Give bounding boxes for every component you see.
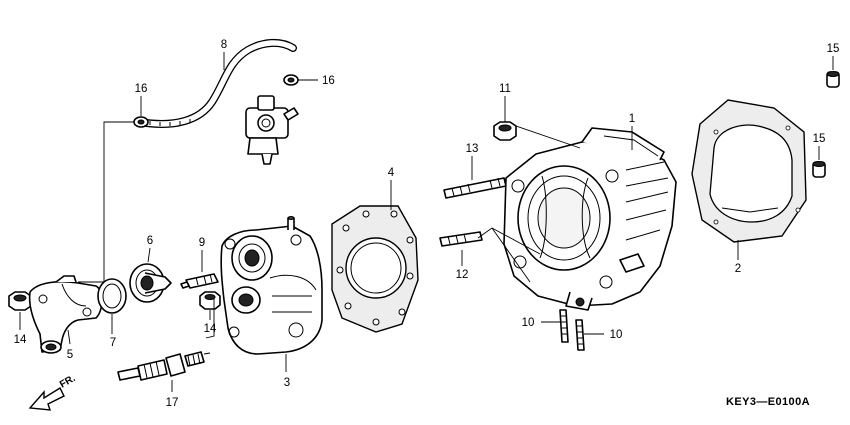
base-gasket xyxy=(691,99,807,243)
flange-nut-middle xyxy=(199,291,221,310)
callout-16-left: 16 xyxy=(135,83,148,95)
leader-lines xyxy=(19,52,834,392)
callout-5: 5 xyxy=(67,349,73,361)
callout-2: 2 xyxy=(735,263,741,275)
front-direction-indicator: FR. xyxy=(28,373,78,411)
front-arrow-icon xyxy=(28,386,65,411)
callout-7: 7 xyxy=(110,337,116,349)
hose-clip-right xyxy=(283,74,299,86)
callout-15-upper: 15 xyxy=(827,43,840,55)
front-label: FR. xyxy=(58,373,78,391)
water-joint xyxy=(28,275,103,354)
callout-14-middle: 14 xyxy=(204,323,217,335)
diagram-code: KEY3—E0100A xyxy=(726,396,810,408)
collar-upper xyxy=(826,71,840,88)
callout-9: 9 xyxy=(199,237,205,249)
cylinder-head xyxy=(220,216,323,355)
dowel-pin-left xyxy=(559,309,569,343)
callout-8: 8 xyxy=(221,39,227,51)
callout-13: 13 xyxy=(466,143,479,155)
spark-plug xyxy=(117,351,211,381)
callout-17: 17 xyxy=(166,397,179,409)
head-gasket xyxy=(331,205,419,333)
callout-14-left: 14 xyxy=(14,334,27,346)
o-ring xyxy=(97,278,127,314)
callout-16-right: 16 xyxy=(322,75,335,87)
callout-11: 11 xyxy=(499,83,511,95)
callout-6: 6 xyxy=(147,235,153,247)
thermostat xyxy=(129,263,172,303)
callout-4: 4 xyxy=(388,167,395,179)
callout-10-left: 10 xyxy=(522,317,535,329)
breather-hose xyxy=(136,39,297,128)
dowel-pin-right xyxy=(575,319,585,351)
temperature-sensor xyxy=(180,273,219,289)
callout-15-lower: 15 xyxy=(813,133,826,145)
cylinder-nut xyxy=(493,121,517,141)
cylinder xyxy=(503,127,677,311)
callout-12: 12 xyxy=(456,269,469,281)
flange-nut-left xyxy=(8,291,32,311)
stud-bolt-upper xyxy=(443,177,507,199)
carburetor xyxy=(245,95,299,165)
callout-3: 3 xyxy=(284,377,290,389)
callout-1: 1 xyxy=(629,113,635,125)
callout-labels: 8 16 16 14 5 7 6 9 14 17 3 4 13 12 11 1 … xyxy=(14,39,840,409)
stud-bolt-lower xyxy=(439,231,483,247)
collar-lower xyxy=(812,161,826,178)
hose-clip-left xyxy=(133,116,149,128)
callout-10-right: 10 xyxy=(610,329,623,341)
